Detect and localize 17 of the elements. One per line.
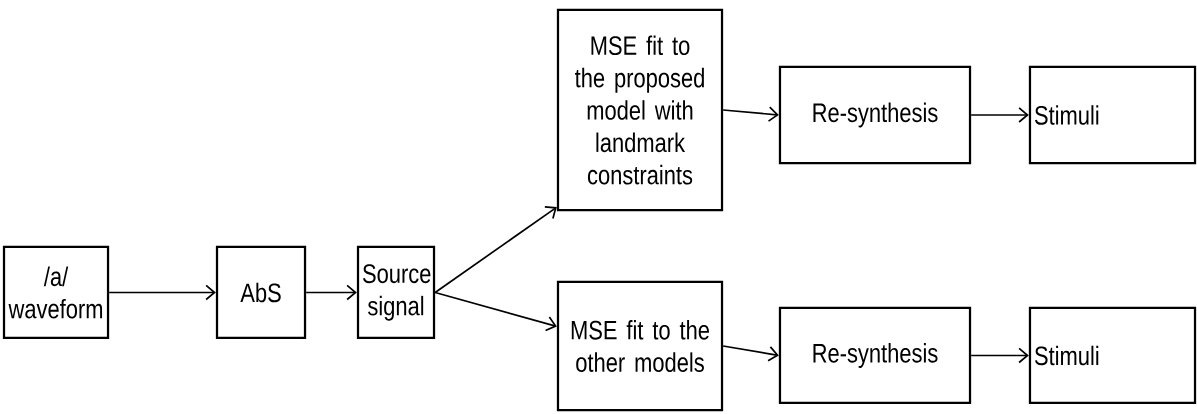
process-box: AbS	[215, 245, 307, 340]
process-box: Re-synthesis	[778, 65, 972, 165]
process-box: Source signal	[356, 245, 436, 340]
process-box: /a/ waveform	[2, 245, 110, 340]
process-box: MSE fit to the other models	[556, 280, 724, 412]
arrow	[722, 106, 779, 122]
arrow	[722, 345, 779, 362]
process-box: Stimuli	[1028, 65, 1197, 165]
arrow	[305, 284, 357, 301]
arrow	[108, 284, 216, 301]
arrow	[970, 107, 1029, 123]
process-box: MSE fit to the proposed model with landmark constraints	[556, 8, 724, 212]
process-box: Re-synthesis	[778, 306, 972, 405]
arrow	[970, 347, 1029, 364]
arrow	[434, 206, 557, 294]
arrow	[434, 291, 557, 332]
process-box: Stimuli	[1028, 306, 1197, 405]
